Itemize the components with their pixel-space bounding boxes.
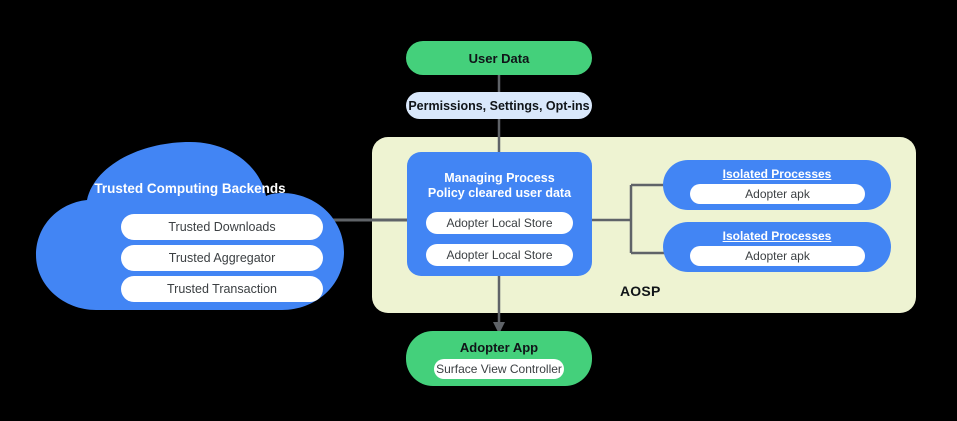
cloud-pill-trusted-transaction[interactable]: Trusted Transaction <box>121 276 323 302</box>
permissions-settings-optins-node[interactable]: Permissions, Settings, Opt-ins <box>406 92 592 119</box>
adopter-local-store-pill-2[interactable]: Adopter Local Store <box>426 244 573 266</box>
aosp-label: AOSP <box>620 283 661 299</box>
adopter-app-node[interactable]: Adopter App Surface View Controller <box>406 331 592 386</box>
isolated-process-title-1: Isolated Processes <box>722 167 832 181</box>
managing-process-title: Managing Process Policy cleared user dat… <box>407 171 592 201</box>
surface-view-controller-pill[interactable]: Surface View Controller <box>434 359 564 379</box>
managing-process-node[interactable]: Managing Process Policy cleared user dat… <box>407 152 592 276</box>
isolated-process-title-2: Isolated Processes <box>722 229 832 243</box>
isolated-process-node-1[interactable]: Isolated Processes Adopter apk <box>663 160 891 210</box>
cloud-pill-trusted-downloads[interactable]: Trusted Downloads <box>121 214 323 240</box>
adopter-apk-pill-1[interactable]: Adopter apk <box>690 184 865 204</box>
adopter-apk-pill-2[interactable]: Adopter apk <box>690 246 865 266</box>
user-data-node[interactable]: User Data <box>406 41 592 75</box>
managing-process-title-line1: Managing Process <box>444 171 555 185</box>
adopter-app-title: Adopter App <box>459 340 539 355</box>
adopter-local-store-pill-1[interactable]: Adopter Local Store <box>426 212 573 234</box>
cloud-pill-trusted-aggregator[interactable]: Trusted Aggregator <box>121 245 323 271</box>
cloud-title: Trusted Computing Backends <box>94 181 286 196</box>
trusted-computing-backends-cloud: Trusted Computing Backends Trusted Downl… <box>34 140 346 312</box>
managing-process-title-line2: Policy cleared user data <box>427 186 572 200</box>
isolated-process-node-2[interactable]: Isolated Processes Adopter apk <box>663 222 891 272</box>
